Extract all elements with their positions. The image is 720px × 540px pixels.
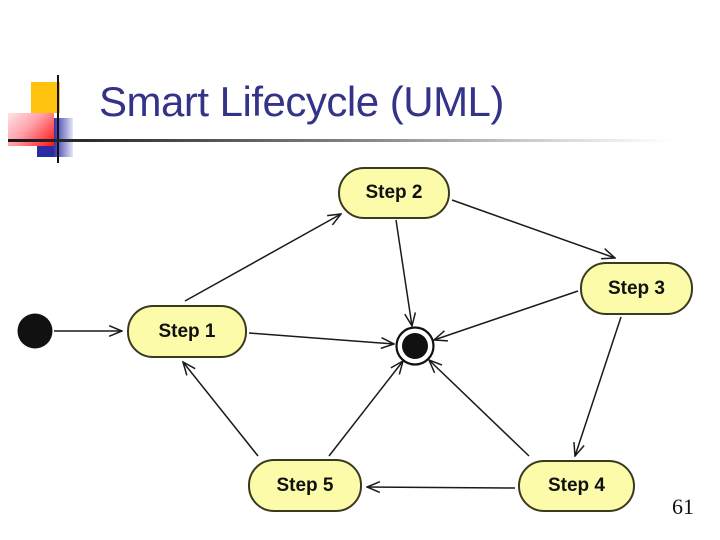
- title-accent-vertical-line: [57, 75, 59, 163]
- transition-step3-to-step4: [575, 316, 622, 456]
- transition-step2-to-step3: [451, 199, 615, 258]
- transition-step1-to-step2: [184, 214, 341, 302]
- state-step-3-label: Step 3: [607, 277, 666, 299]
- transition-step5-to-step1: [183, 362, 259, 457]
- state-step-1-label: Step 1: [158, 320, 216, 342]
- transition-step4-to-step5: [367, 487, 516, 488]
- state-step-4-label: Step 4: [547, 475, 606, 496]
- transition-step1-to-final: [248, 332, 394, 344]
- transition-step4-to-final: [429, 360, 530, 457]
- title-underline-rule: [8, 139, 672, 142]
- title-accent-yellow-square: [31, 82, 60, 113]
- page-number: 61: [672, 494, 694, 519]
- final-state-node: [395, 326, 435, 366]
- state-step-2: Step 2: [338, 167, 450, 219]
- state-step-5-label: Step 5: [276, 474, 334, 496]
- state-step-5: Step 5: [248, 459, 362, 512]
- state-step-1: Step 1: [127, 305, 247, 358]
- state-step-2-label: Step 2: [365, 182, 423, 203]
- state-step-4: Step 4: [518, 460, 635, 512]
- state-step-3: Step 3: [580, 262, 693, 315]
- transition-step2-to-final: [395, 219, 412, 326]
- transition-step5-to-final: [328, 361, 403, 457]
- transition-step3-to-final: [434, 290, 579, 340]
- initial-state-node: [17, 313, 53, 349]
- slide-title: Smart Lifecycle (UML): [99, 78, 504, 125]
